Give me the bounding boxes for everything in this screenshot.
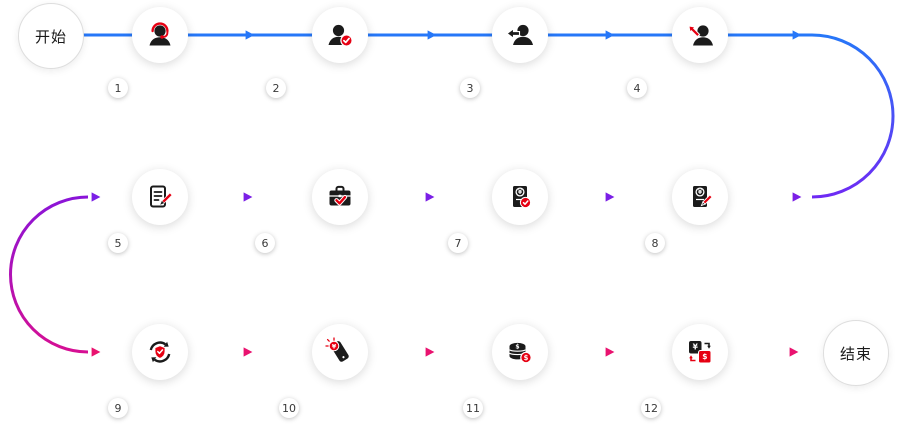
arrow-right-icon [425, 347, 435, 357]
step-number-badge: 6 [255, 233, 275, 253]
step-number: 1 [114, 81, 122, 95]
coins-icon: $ $ [509, 342, 532, 364]
step-number: 7 [454, 236, 462, 250]
user-return-icon [688, 25, 713, 46]
step-node-9 [132, 324, 188, 380]
step-number: 12 [644, 401, 658, 415]
step-number-badge: 1 [108, 78, 128, 98]
arrow-right-icon [792, 30, 802, 40]
form-fill-icon [150, 185, 173, 208]
svg-text:$: $ [524, 354, 529, 362]
payment-slip-sign-icon: ¥ [693, 186, 713, 207]
step-number: 10 [282, 401, 296, 415]
payment-slip-check-icon: ¥ [513, 186, 532, 209]
step-number: 11 [466, 401, 480, 415]
step-node-2 [312, 7, 368, 63]
end-label: 结束 [839, 344, 872, 363]
svg-text:$: $ [702, 352, 707, 361]
currency-exchange-icon: ¥ $ [689, 341, 712, 364]
mobile-payment-icon: ¥ [325, 337, 349, 362]
step-number-badge: 3 [460, 78, 480, 98]
step-number-badge: 7 [448, 233, 468, 253]
arrow-right-icon [243, 192, 253, 202]
customer-service-icon [149, 22, 171, 46]
svg-text:¥: ¥ [693, 343, 699, 352]
step-node-7: ¥ [492, 169, 548, 225]
flow-curve-left [9, 195, 89, 354]
step-node-5 [132, 169, 188, 225]
arrow-right-icon [425, 192, 435, 202]
arrow-right-icon [789, 347, 799, 357]
arrow-right-icon [91, 192, 101, 202]
step-number: 9 [114, 401, 122, 415]
arrow-right-icon [245, 30, 255, 40]
step-node-4 [672, 7, 728, 63]
svg-text:¥: ¥ [332, 342, 337, 350]
user-receive-icon [506, 24, 533, 45]
step-number: 6 [261, 236, 269, 250]
step-number-badge: 8 [645, 233, 665, 253]
step-number-badge: 12 [641, 398, 661, 418]
step-node-12: ¥ $ [672, 324, 728, 380]
step-number-badge: 9 [108, 398, 128, 418]
user-verified-icon [328, 24, 353, 47]
sync-protect-icon [149, 341, 171, 363]
arrow-right-icon [91, 347, 101, 357]
step-node-3 [492, 7, 548, 63]
step-number: 8 [651, 236, 659, 250]
end-terminal: 结束 [823, 320, 889, 386]
arrow-right-icon [605, 347, 615, 357]
step-number: 3 [466, 81, 474, 95]
arrow-right-icon [605, 192, 615, 202]
step-node-10: ¥ [312, 324, 368, 380]
arrow-right-icon [427, 30, 437, 40]
step-number: 5 [114, 236, 122, 250]
step-number: 4 [633, 81, 641, 95]
step-number-badge: 10 [279, 398, 299, 418]
step-node-6 [312, 169, 368, 225]
arrow-right-icon [792, 192, 802, 202]
start-label: 开始 [34, 27, 67, 46]
svg-text:$: $ [515, 343, 519, 350]
svg-text:¥: ¥ [518, 190, 522, 196]
start-terminal: 开始 [18, 3, 84, 69]
arrow-right-icon [605, 30, 615, 40]
briefcase-confirm-icon [329, 185, 351, 206]
step-number: 2 [272, 81, 280, 95]
step-node-11: $ $ [492, 324, 548, 380]
step-number-badge: 4 [627, 78, 647, 98]
step-number-badge: 2 [266, 78, 286, 98]
step-number-badge: 5 [108, 233, 128, 253]
step-number-badge: 11 [463, 398, 483, 418]
step-node-8: ¥ [672, 169, 728, 225]
flow-curve-right [811, 33, 895, 199]
step-node-1 [132, 7, 188, 63]
svg-text:¥: ¥ [698, 190, 702, 196]
arrow-right-icon [243, 347, 253, 357]
